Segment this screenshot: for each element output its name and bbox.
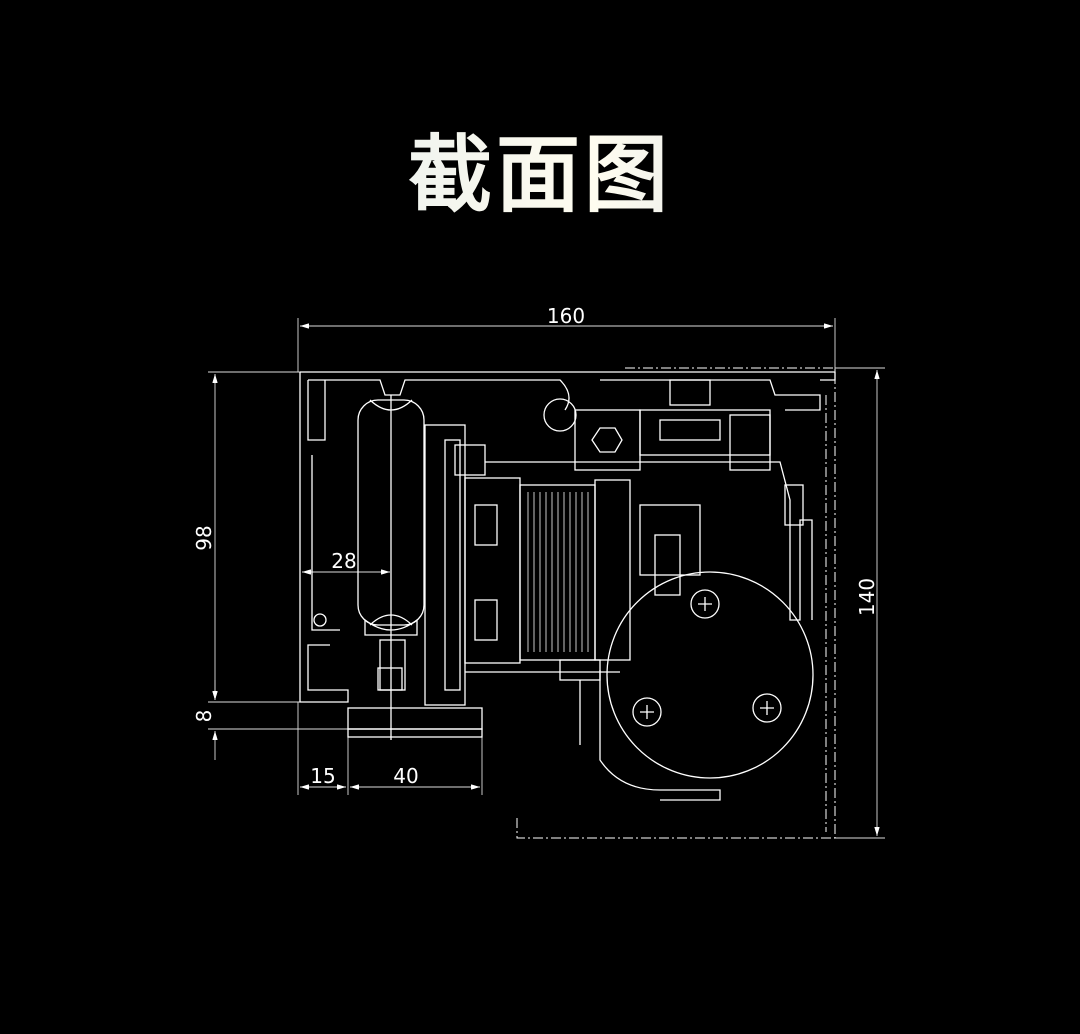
dimension-15-40: 15 40 bbox=[297, 702, 483, 795]
mounting-base bbox=[347, 667, 483, 738]
dimension-140: 140 bbox=[835, 367, 885, 839]
dimension-label-28: 28 bbox=[331, 549, 356, 573]
dimension-label-98: 98 bbox=[192, 525, 216, 550]
dimension-label-140: 140 bbox=[855, 578, 879, 616]
top-clamp bbox=[574, 379, 771, 471]
motor-end-cap bbox=[606, 571, 814, 779]
dimension-label-40: 40 bbox=[393, 764, 418, 788]
dashed-cover-outline bbox=[516, 367, 836, 839]
screw-icon bbox=[632, 697, 662, 727]
screw-icon bbox=[690, 589, 720, 619]
page-title: 截面图 bbox=[0, 108, 1080, 229]
dimension-98: 98 bbox=[192, 371, 300, 703]
guide-wheel bbox=[357, 395, 425, 740]
dimension-8: 8 bbox=[192, 680, 348, 760]
screw-icon bbox=[752, 693, 782, 723]
dimension-28: 28 bbox=[302, 549, 390, 575]
dimension-label-160: 160 bbox=[547, 304, 585, 328]
dimension-label-8: 8 bbox=[192, 710, 216, 723]
drive-pulley bbox=[519, 479, 631, 745]
motor-housing bbox=[599, 461, 814, 801]
dimension-label-15: 15 bbox=[310, 764, 335, 788]
dimension-160: 160 bbox=[297, 304, 836, 372]
